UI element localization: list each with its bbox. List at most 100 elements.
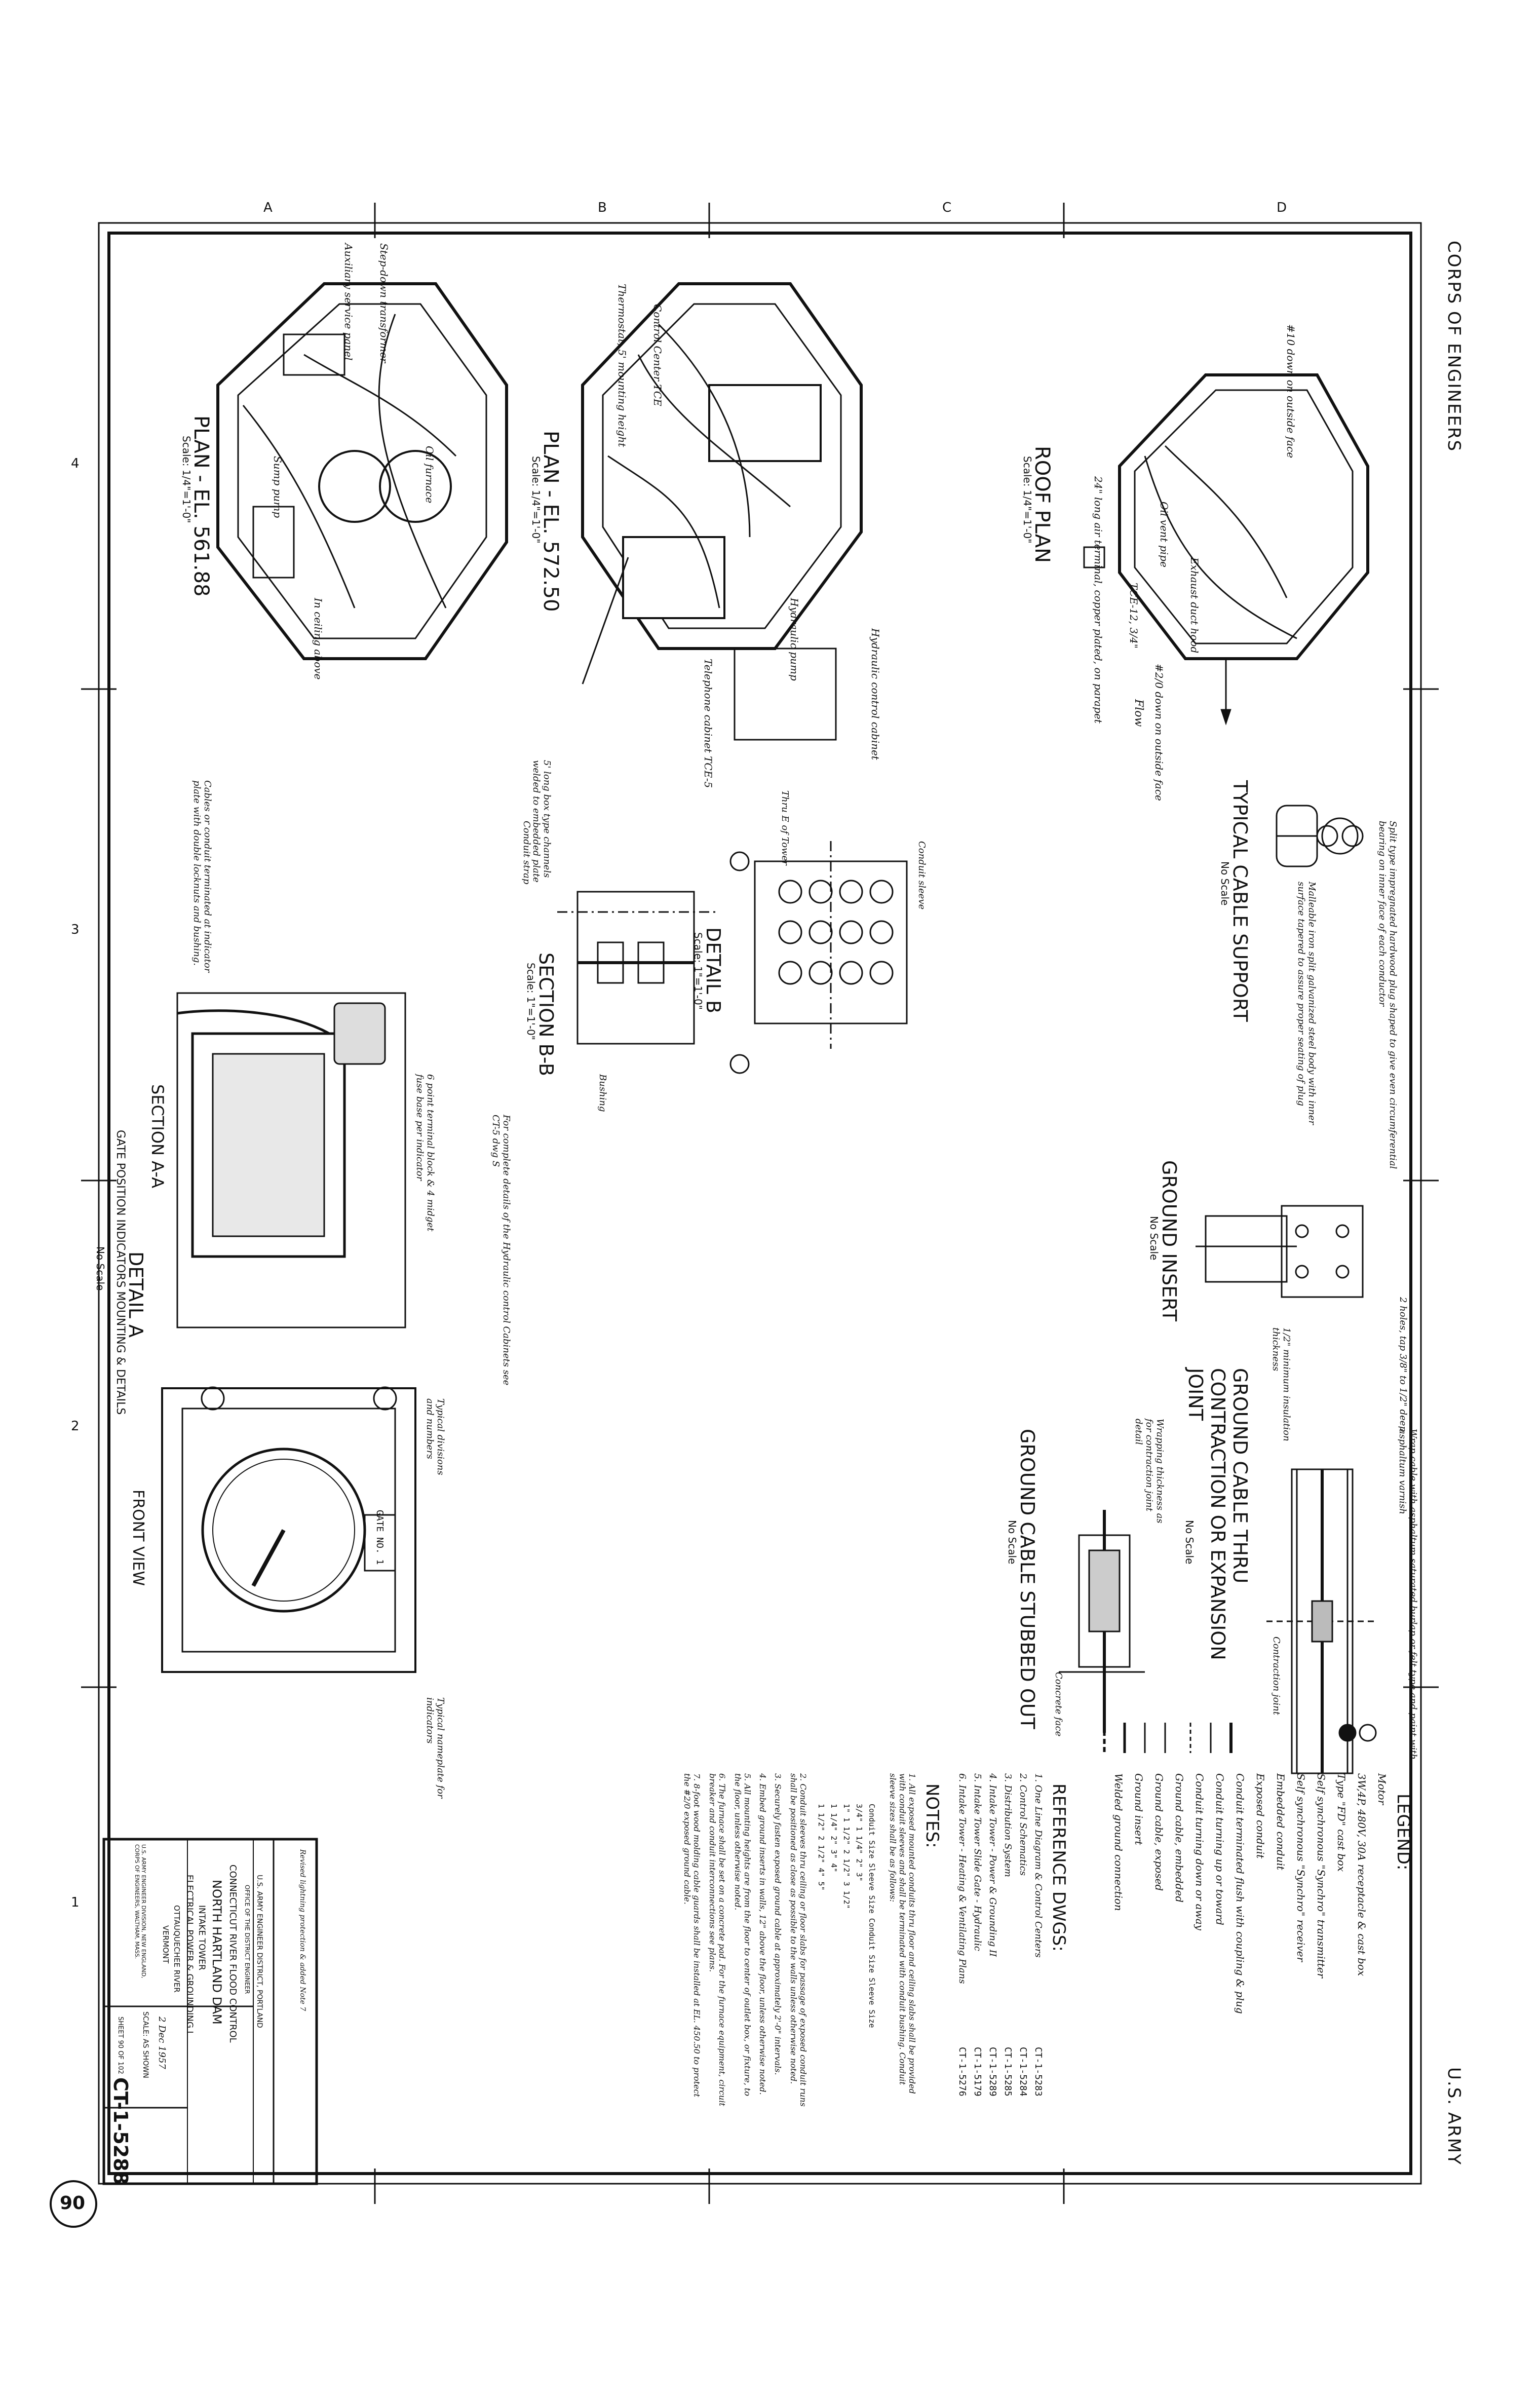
note-item: 6. The furnace shall be set on a concret… [708,1773,727,2106]
ground-joint-view [1266,1468,1378,1774]
sheet-title-1: INTAKE TOWER [197,1905,207,1970]
reference-dwg: CT-1-5179 [972,2047,983,2097]
sleeve-table-row: 1" 1 1/2" 2 1/2" 3 1/2" [842,1804,851,1909]
roof-plan-title: ROOF PLAN [1030,446,1054,563]
sleeve-table-row: 1 1/4" 2" 3" 4" [829,1804,838,1873]
prepared-by: U.S. ARMY ENGINEER DIVISION, NEW ENGLAND… [134,1844,147,1979]
plan572-note-2: Control Center TCE [651,304,664,406]
section-bb-note-2: Conduit strap [521,821,532,885]
corps-label: CORPS OF ENGINEERS [1444,241,1464,452]
legend-item: Self synchronous "Synchro" transmitter [1315,1773,1327,1979]
detail-b-note-2: Thru E of Tower [780,790,790,865]
legend-item: Motor [1376,1773,1388,1805]
legend-item: Conduit terminated flush with coupling &… [1234,1773,1246,2014]
notes-title: NOTES: [922,1783,942,1848]
plan572-note-5: Telephone cabinet TCE-5 [702,659,714,788]
detail-b-title: DETAIL B [702,927,724,1014]
roof-plan-scale: Scale: 1/4"=1'-0" [1021,456,1033,544]
note-item: 1. All exposed mounted conduits thru flo… [888,1773,917,2094]
sleeve-table-row: 1 1/2" 2 1/2" 4" 5" [817,1804,826,1891]
support-note-1: Split type impregnated hardwood plug sha… [1377,821,1398,1169]
joint-note-2: Contraction joint [1271,1637,1282,1715]
reference-item: 2. Control Schematics [1018,1773,1028,1876]
roof-note-3: Oil vent pipe [1158,502,1170,567]
agency: U.S. ARMY ENGINEER DISTRICT, PORTLAND [255,1875,263,2028]
detail-b-scale: Scale: 1"=1'-0" [692,932,704,1010]
stub-note-2: Concrete face [1053,1672,1064,1737]
detail-a-title: DETAIL A [125,1251,147,1338]
ground-stub-scale: No Scale [1006,1520,1018,1565]
zone-number-2: 2 [71,1419,80,1434]
plan-560-title: PLAN - EL. 561.88 [189,415,213,597]
section-aa-note-1: 6 point terminal block & 4 midget fuse b… [414,1074,436,1232]
drawing-date: 2 Dec 1957 [157,2017,167,2069]
legend-item: Ground insert [1133,1773,1145,1845]
sleeve-table-header: Conduit Size Sleeve Size Conduit Size Sl… [867,1804,876,2028]
ground-stub-title: GROUND CABLE STUBBED OUT [1016,1429,1038,1729]
plan560-note-1: Step-down transformer [378,243,390,363]
plan560-note-2: Oil furnace [423,446,436,504]
detail-a-nameplate: GATE NO. 1 [374,1510,385,1565]
reference-dwg: CT-1-5283 [1033,2047,1044,2097]
zone-number-3: 3 [71,922,80,937]
reference-item: 3. Distribution System [1003,1773,1013,1877]
legend-item: Conduit turning up or toward [1214,1773,1226,1925]
cable-support-view [1276,805,1364,867]
section-bb-note-3: Bushing [597,1074,608,1112]
support-note-2: Malleable iron split galvanized steel bo… [1296,882,1317,1125]
sleeve-table-row: 3/4" 1 1/4" 2" 3" [855,1804,864,1882]
plan572-note-1: Thermostat, 5' mounting height [616,284,628,447]
zone-letter-b: B [598,200,607,215]
front-view-title: FRONT VIEW [129,1490,147,1586]
legend-item: Ground cable, embedded [1173,1773,1185,1903]
cable-support-scale: No Scale [1219,861,1231,906]
legend-item: Embedded conduit [1275,1773,1287,1871]
joint-note-1: Wrap cable with asphaltum saturated burl… [1397,1429,1418,1760]
legend-item: Exposed conduit [1254,1773,1266,1859]
roof-note-5: #2/0 down on outside face [1153,664,1165,801]
ground-insert-view [1196,1205,1364,1298]
zone-number-1: 1 [71,1895,80,1910]
section-aa-note-2: Cables or conduit terminated at indicato… [191,780,213,973]
detail-a-subtitle: GATE POSITION INDICATORS MOUNTING & DETA… [114,1130,127,1415]
title-block [50,1838,318,2228]
location-2: VERMONT [161,1925,170,1964]
roof-note-4: 24" long air terminal, copper plated, on… [1092,476,1104,724]
legend-item: Welded ground connection [1112,1773,1125,1911]
detail-a-scale: No Scale [94,1246,106,1291]
plan-560-view [216,282,508,660]
reference-dwg: CT-1-5284 [1018,2047,1028,2097]
reference-dwg: CT-1-5276 [957,2047,968,2097]
detail-a-view [161,1386,416,1673]
sheet-badge: 90 [60,2193,86,2214]
reference-item: 4. Intake Tower - Power & Grounding II [987,1773,998,1957]
ground-insert-title: GROUND INSERT [1158,1160,1180,1321]
note-item: 2. Conduit sleeves thru ceiling or floor… [789,1773,808,2107]
note-item: 4. Embed ground inserts in walls, 12" ab… [758,1773,767,2095]
ground-insert-scale: No Scale [1148,1216,1160,1261]
plan-572-title: PLAN - EL. 572.50 [539,431,562,612]
army-label: U.S. ARMY [1444,2067,1464,2165]
roof-note-2: Exhaust duct hood [1188,557,1201,654]
legend-item: Conduit turning down or away [1194,1773,1206,1930]
joint-note-3: 1/2" minimum insulation thickness [1270,1327,1292,1441]
roof-note-6: Flow [1132,699,1145,727]
location-1: OTTAUQUECHEE RIVER [172,1905,181,1993]
project-line-2: NORTH HARTLAND DAM [210,1880,224,2025]
plan572-note-4: Hydraulic pump [788,598,800,681]
section-bb-note-4: For complete details of the Hydraulic co… [490,1115,512,1386]
zone-letter-d: D [1277,200,1287,215]
roof-note-1: #10 down on outside face [1285,324,1297,459]
plan560-note-4: Sump pump [272,456,284,518]
detail-a-note-1: Typical divisions and numbers [425,1398,446,1475]
legend-item: Ground cable, exposed [1153,1773,1165,1891]
legend-symbols [1103,1723,1377,1753]
ground-stub-view [1059,1510,1145,1733]
legend-item: 3W,4P, 480V, 30A receptacle & cast box [1356,1773,1368,1976]
cable-support-title: TYPICAL CABLE SUPPORT [1229,780,1251,1022]
insert-note-1: 2 holes, tap 3/8" to 1/2" deep [1398,1297,1408,1432]
section-bb-title: SECTION B-B [535,953,557,1076]
zone-ticks [81,203,1439,2204]
